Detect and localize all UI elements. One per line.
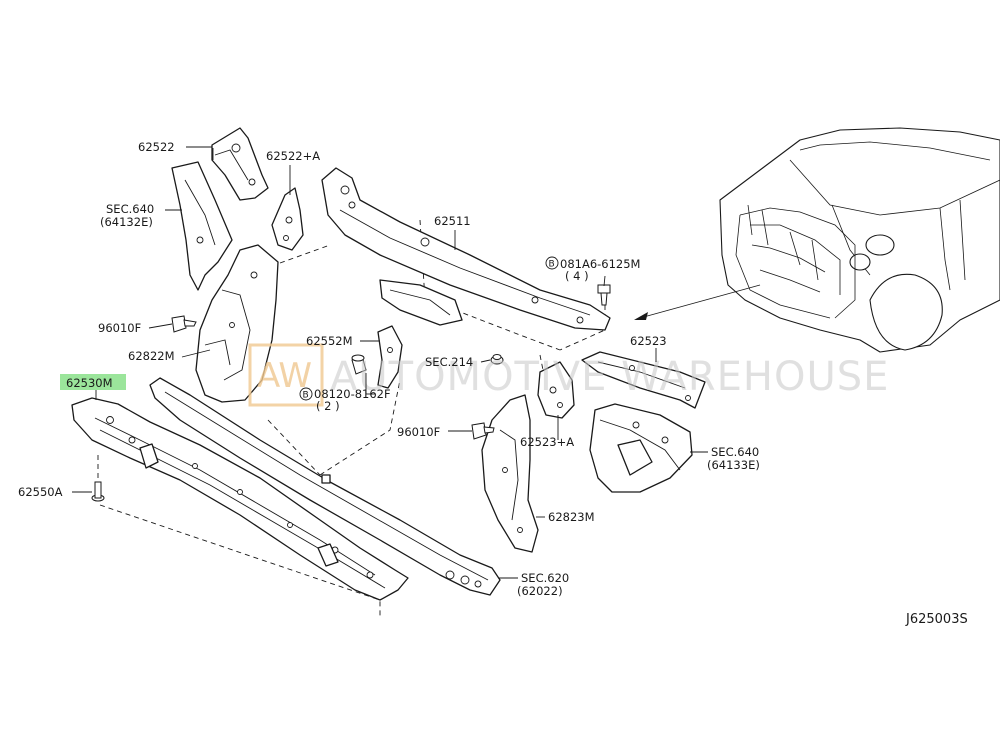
label-62511: 62511 <box>434 214 471 228</box>
label-bolt-081a6-6125m: 081A6-6125M <box>560 257 640 271</box>
label-sec640-right-sub: (64133E) <box>707 458 760 472</box>
part-62522-bracket <box>211 127 269 201</box>
part-62823m-side-panel <box>481 394 539 553</box>
part-96010f-clip-right <box>471 422 495 440</box>
diagram-code: J625003S <box>905 612 968 627</box>
label-sec620-sub: (62022) <box>517 584 563 598</box>
label-sec620: SEC.620 <box>521 571 569 585</box>
watermark: AW AUTOMOTIVE WAREHOUSE <box>248 343 889 407</box>
label-62823m: 62823M <box>548 510 595 524</box>
label-62822m: 62822M <box>128 349 175 363</box>
highlight-62530m <box>60 374 126 390</box>
part-bolt-081a6-6125m <box>597 284 611 306</box>
label-62522a: 62522+A <box>266 149 320 163</box>
bolt-mid-marker: B <box>303 391 309 401</box>
part-62523-side-bracket <box>581 351 706 409</box>
label-62523a: 62523+A <box>520 435 574 449</box>
part-sec214-grommet <box>490 354 504 365</box>
part-sec620-bumper-beam <box>149 377 501 596</box>
label-sec640-left-sub: (64132E) <box>100 215 153 229</box>
label-62550a: 62550A <box>18 485 63 499</box>
car-front-illustration <box>634 127 1000 353</box>
part-sec640-right-apron <box>589 403 693 493</box>
part-96010f-clip-left <box>171 315 197 333</box>
callout-labels: 62522 62522+A SEC.640 (64132E) 62511 B 0… <box>18 140 968 627</box>
part-sec640-left-strut <box>171 161 233 291</box>
part-62552m-bracket <box>377 325 403 389</box>
label-sec640-right: SEC.640 <box>711 445 759 459</box>
label-96010f-right: 96010F <box>397 425 440 439</box>
label-62530m: 62530M <box>66 376 113 390</box>
label-62552m: 62552M <box>306 334 353 348</box>
label-bolt-top-qty: ( 4 ) <box>565 269 589 283</box>
label-sec214: SEC.214 <box>425 355 473 369</box>
label-96010f-left: 96010F <box>98 321 141 335</box>
label-62523: 62523 <box>630 334 667 348</box>
part-bolt-08120-8162f <box>351 354 367 375</box>
part-62822m-side-panel <box>195 244 279 403</box>
bolt-top-marker: B <box>549 260 555 270</box>
leader-lines <box>72 146 708 579</box>
watermark-text: AUTOMOTIVE WAREHOUSE <box>330 354 889 400</box>
label-sec640-left: SEC.640 <box>106 202 154 216</box>
part-62550a-bolt <box>91 481 105 502</box>
label-62522: 62522 <box>138 140 175 154</box>
part-62522a-bracket <box>271 187 304 251</box>
part-62523a-bracket <box>537 361 575 419</box>
part-62530m-lower-support <box>71 397 409 601</box>
label-bolt-mid-qty: ( 2 ) <box>316 399 340 413</box>
label-bolt-08120-8162f: 08120-8162F <box>314 387 391 401</box>
part-62511-upper-support <box>321 167 611 331</box>
